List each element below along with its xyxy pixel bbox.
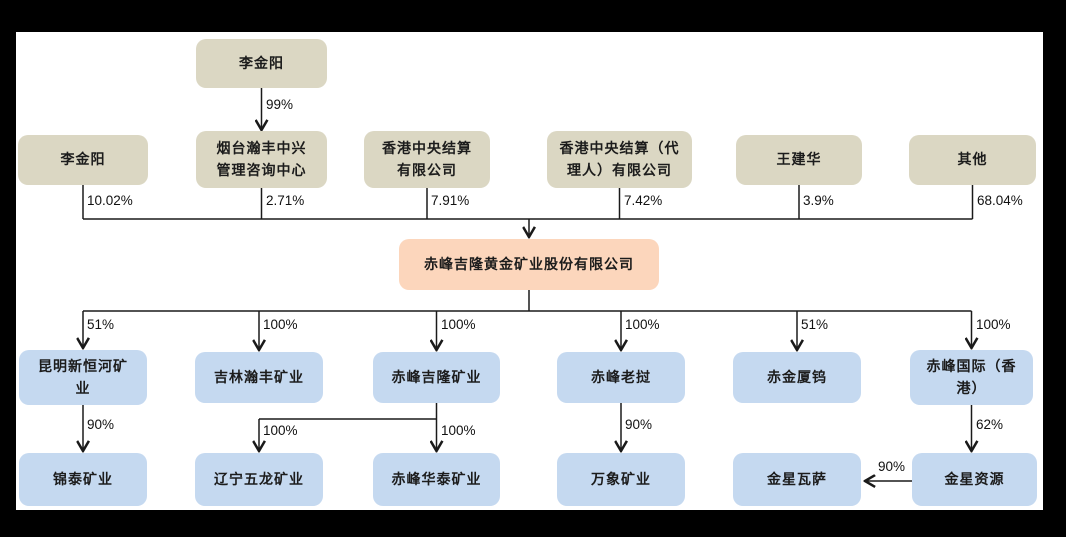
pct-label-top-holder: 99% — [266, 97, 294, 112]
box-chifeng-jilong-gold-company: 赤峰吉隆黄金矿业股份有限公司 — [399, 239, 659, 290]
pct-label-li-jinyang: 10.02% — [87, 193, 133, 208]
pct-label-yantai-hanfeng: 2.71% — [266, 193, 305, 208]
pct-label-wanxiang: 90% — [625, 417, 653, 432]
box-chifeng-huatai: 赤峰华泰矿业 — [373, 453, 500, 506]
pct-label-hkscc-nominees: 7.42% — [624, 193, 663, 208]
box-jinxing-resources: 金星资源 — [912, 453, 1037, 506]
pct-label-jinxing-wasa: 90% — [878, 459, 906, 474]
box-shareholder-li-jinyang: 李金阳 — [18, 135, 148, 185]
box-hkscc-nominees: 香港中央结算（代 理人）有限公司 — [547, 131, 692, 188]
box-liaoning-wulong: 辽宁五龙矿业 — [195, 453, 323, 506]
pct-label-jintai: 90% — [87, 417, 115, 432]
pct-label-jilin-hanfeng: 100% — [263, 317, 298, 332]
box-chijin-xiawu: 赤金厦钨 — [733, 352, 861, 403]
box-jilin-hanfeng: 吉林瀚丰矿业 — [195, 352, 323, 403]
box-yantai-hanfeng-zhongxing: 烟台瀚丰中兴 管理咨询中心 — [196, 131, 327, 188]
pct-label-chifeng-huatai: 100% — [441, 423, 476, 438]
box-others: 其他 — [909, 135, 1036, 185]
box-li-jinyang-top: 李金阳 — [196, 39, 327, 88]
box-kunming-xinhenghe: 昆明新恒河矿 业 — [19, 350, 147, 405]
box-chifeng-international-hk: 赤峰国际（香 港） — [910, 350, 1033, 405]
box-wanxiang-mining: 万象矿业 — [557, 453, 685, 506]
pct-label-chifeng-laos: 100% — [625, 317, 660, 332]
pct-label-others: 68.04% — [977, 193, 1023, 208]
pct-label-kunming: 51% — [87, 317, 115, 332]
pct-label-liaoning-wulong: 100% — [263, 423, 298, 438]
box-chifeng-laos: 赤峰老挝 — [557, 352, 685, 403]
pct-label-chifeng-jilong: 100% — [441, 317, 476, 332]
box-jintai-mining: 锦泰矿业 — [19, 453, 147, 506]
box-hkscc: 香港中央结算 有限公司 — [364, 131, 490, 188]
box-wang-jianhua: 王建华 — [736, 135, 862, 185]
box-chifeng-jilong-mining: 赤峰吉隆矿业 — [373, 352, 500, 403]
pct-label-chijin-xiawu: 51% — [801, 317, 829, 332]
pct-label-jinxing-resources: 62% — [976, 417, 1004, 432]
box-jinxing-wasa: 金星瓦萨 — [733, 453, 861, 506]
pct-label-hkscc: 7.91% — [431, 193, 470, 208]
pct-label-chifeng-intl-hk: 100% — [976, 317, 1011, 332]
pct-label-wang-jianhua: 3.9% — [803, 193, 834, 208]
